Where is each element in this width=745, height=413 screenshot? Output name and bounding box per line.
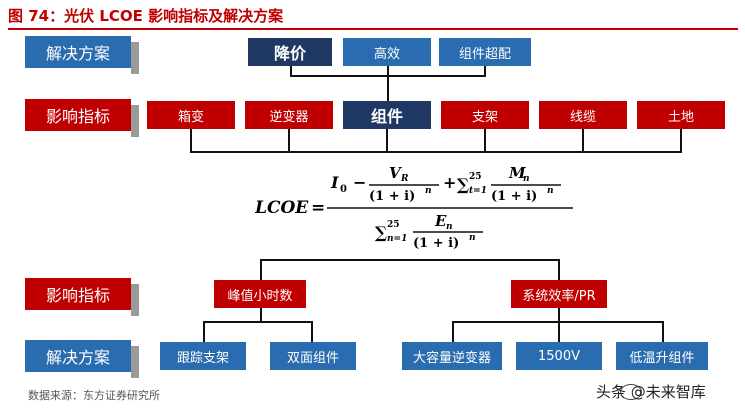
connector [203,321,313,323]
connector [558,308,560,322]
formula-residual: V [389,164,402,182]
solution-large-inverter: 大容量逆变器 [402,342,502,370]
label-shadow [131,284,139,316]
solution-bifacial-module: 双面组件 [270,342,356,370]
indicator-inverter: 逆变器 [245,101,333,129]
formula-sum: ∑ [457,175,469,194]
label-shadow [131,346,139,378]
formula-power: n [547,186,554,196]
formula-om-cost: M [508,164,526,182]
connector [452,321,454,342]
formula-discount: (1 + i) [491,189,537,204]
connector [260,308,262,322]
formula-power: n [469,233,476,243]
wechat-logo-icon [620,384,642,400]
formula-om-sub: n [523,174,530,184]
indicator-module: 组件 [343,101,431,129]
solution-low-temp-module: 低温升组件 [616,342,708,370]
connector [662,321,664,342]
formula-discount: (1 + i) [369,189,415,204]
connector [190,151,682,153]
connector [387,75,389,101]
formula-sum: ∑ [375,223,387,242]
indicator-box-transformer: 箱变 [147,101,235,129]
formula-investment: I [330,173,339,192]
connector [387,66,389,76]
indicator-bracket: 支架 [441,101,529,129]
solution-tracking-bracket: 跟踪支架 [160,342,246,370]
formula-residual-sub: R [400,174,409,184]
solution-price-cut: 降价 [248,38,332,66]
formula-sum-lower: n=1 [387,234,407,244]
figure-title: 图 74：光伏 LCOE 影响指标及解决方案 [8,7,284,25]
row-label-solutions-bottom: 解决方案 [25,340,139,378]
formula-sum-upper: 25 [387,220,400,230]
data-source: 数据来源：东方证券研究所 [28,389,160,402]
row-label-solutions-top: 解决方案 [25,36,139,74]
title-divider [8,28,738,30]
connector [582,129,584,152]
solution-module-overmatch: 组件超配 [439,38,531,66]
connector [558,259,560,280]
indicator-peak-sun-hours: 峰值小时数 [214,280,306,308]
label-shadow [131,42,139,74]
indicator-cable: 线缆 [539,101,627,129]
connector [386,129,388,152]
connector [260,259,560,261]
row-label-indicators-low: 影响指标 [25,278,139,316]
formula-discount: (1 + i) [413,236,459,250]
formula-sum-lower: t=1 [469,186,487,196]
indicator-system-efficiency: 系统效率/PR [511,280,607,308]
indicator-land: 土地 [637,101,725,129]
solution-high-efficiency: 高效 [343,38,431,66]
connector [260,259,262,280]
formula-sum-upper: 25 [469,172,482,182]
formula-minus: − [353,173,366,192]
row-label-indicators-mid: 影响指标 [25,99,139,137]
connector [311,321,313,342]
formula-plus: + [443,173,456,192]
formula-energy-sub: n [446,222,453,232]
solution-1500v: 1500V [516,342,602,370]
connector [484,129,486,152]
connector [680,129,682,152]
connector [203,321,205,342]
row-label-text: 影响指标 [45,107,110,126]
connector [190,129,192,152]
formula-energy: E [434,212,447,230]
row-label-text: 解决方案 [45,44,110,63]
formula-power: n [425,186,432,196]
row-label-text: 影响指标 [45,286,110,305]
connector [290,66,292,76]
row-label-text: 解决方案 [45,348,110,367]
connector [484,66,486,76]
formula-lhs: LCOE [255,198,309,218]
watermark: 头条 @未来智库 [596,383,706,401]
formula-investment-sub: 0 [340,184,347,195]
label-shadow [131,105,139,137]
formula-equals: = [311,198,325,218]
connector [558,321,560,342]
connector [288,129,290,152]
lcoe-formula: LCOE = I 0 − V R (1 + i) n + ∑ 25 t=1 M … [255,164,573,250]
